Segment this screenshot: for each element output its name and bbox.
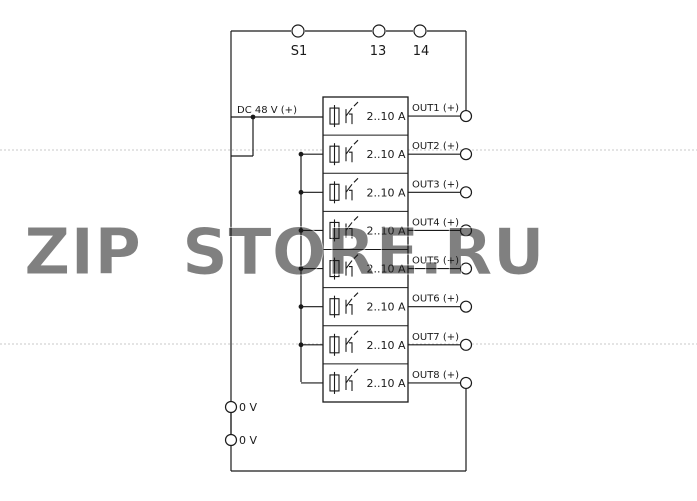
supply-junction-dot [250,114,256,120]
supply-label: DC 48 V (+) [237,105,297,116]
output-terminal [459,109,473,123]
output-terminal [459,376,473,390]
output-label: OUT6 (+) [412,294,459,305]
switch-icon [345,254,359,277]
switch-icon [345,139,359,163]
output-terminal [459,338,473,351]
switch-icon [345,368,359,391]
switch-icon [345,330,359,353]
junction-dot [298,304,304,310]
channel-rating: 2..10 A [366,377,405,390]
switch-icon [345,292,359,315]
output-label: OUT8 (+) [412,370,459,381]
switch-icon [345,101,359,125]
output-terminal [459,148,473,161]
channel-rating: 2..10 A [366,263,405,276]
ground-terminal-2 [224,433,238,447]
watermark-store: STORE.RU [182,216,545,290]
junction-dot [298,342,304,348]
output-label: OUT2 (+) [412,141,459,152]
channel-rating: 2..10 A [366,224,405,237]
output-label: OUT7 (+) [412,332,459,343]
output-terminal [459,262,473,275]
output-label: OUT5 (+) [412,256,459,267]
ground-label-2: 0 V [239,434,257,447]
terminal-label-s1: S1 [291,44,308,59]
switch-icon [345,216,359,239]
channel-group: 2..10 A OUT1 (+) 2..10 A OUT2 (+) 2..10 A OUT… [298,101,473,394]
output-terminal [459,224,473,237]
top-terminals [291,24,427,38]
terminal-s1 [291,24,305,38]
channel-rating: 2..10 A [366,110,405,123]
watermark-zip: ZIP [24,216,141,290]
watermark: ZIP STORE.RU [24,216,546,291]
junction-dot [298,228,304,233]
switch-icon [345,177,359,201]
frame-wire [230,30,467,472]
junction-dot [298,151,304,157]
terminal-label-13: 13 [370,44,387,59]
output-label: OUT4 (+) [412,217,459,228]
channel-rating: 2..10 A [366,339,405,352]
output-label: OUT1 (+) [412,103,459,114]
channel-rating: 2..10 A [366,148,405,161]
output-terminal [459,300,473,313]
ground-terminals [224,400,238,447]
terminal-13 [372,24,386,38]
channel-rating: 2..10 A [366,186,405,199]
terminal-14 [413,24,427,38]
output-terminal [459,186,473,199]
ground-terminal-1 [224,400,238,414]
ground-label-1: 0 V [239,401,257,414]
output-label: OUT3 (+) [412,179,459,190]
terminal-label-14: 14 [413,44,430,59]
channel-rating: 2..10 A [366,301,405,314]
junction-dot [298,266,304,271]
junction-dot [298,189,304,195]
